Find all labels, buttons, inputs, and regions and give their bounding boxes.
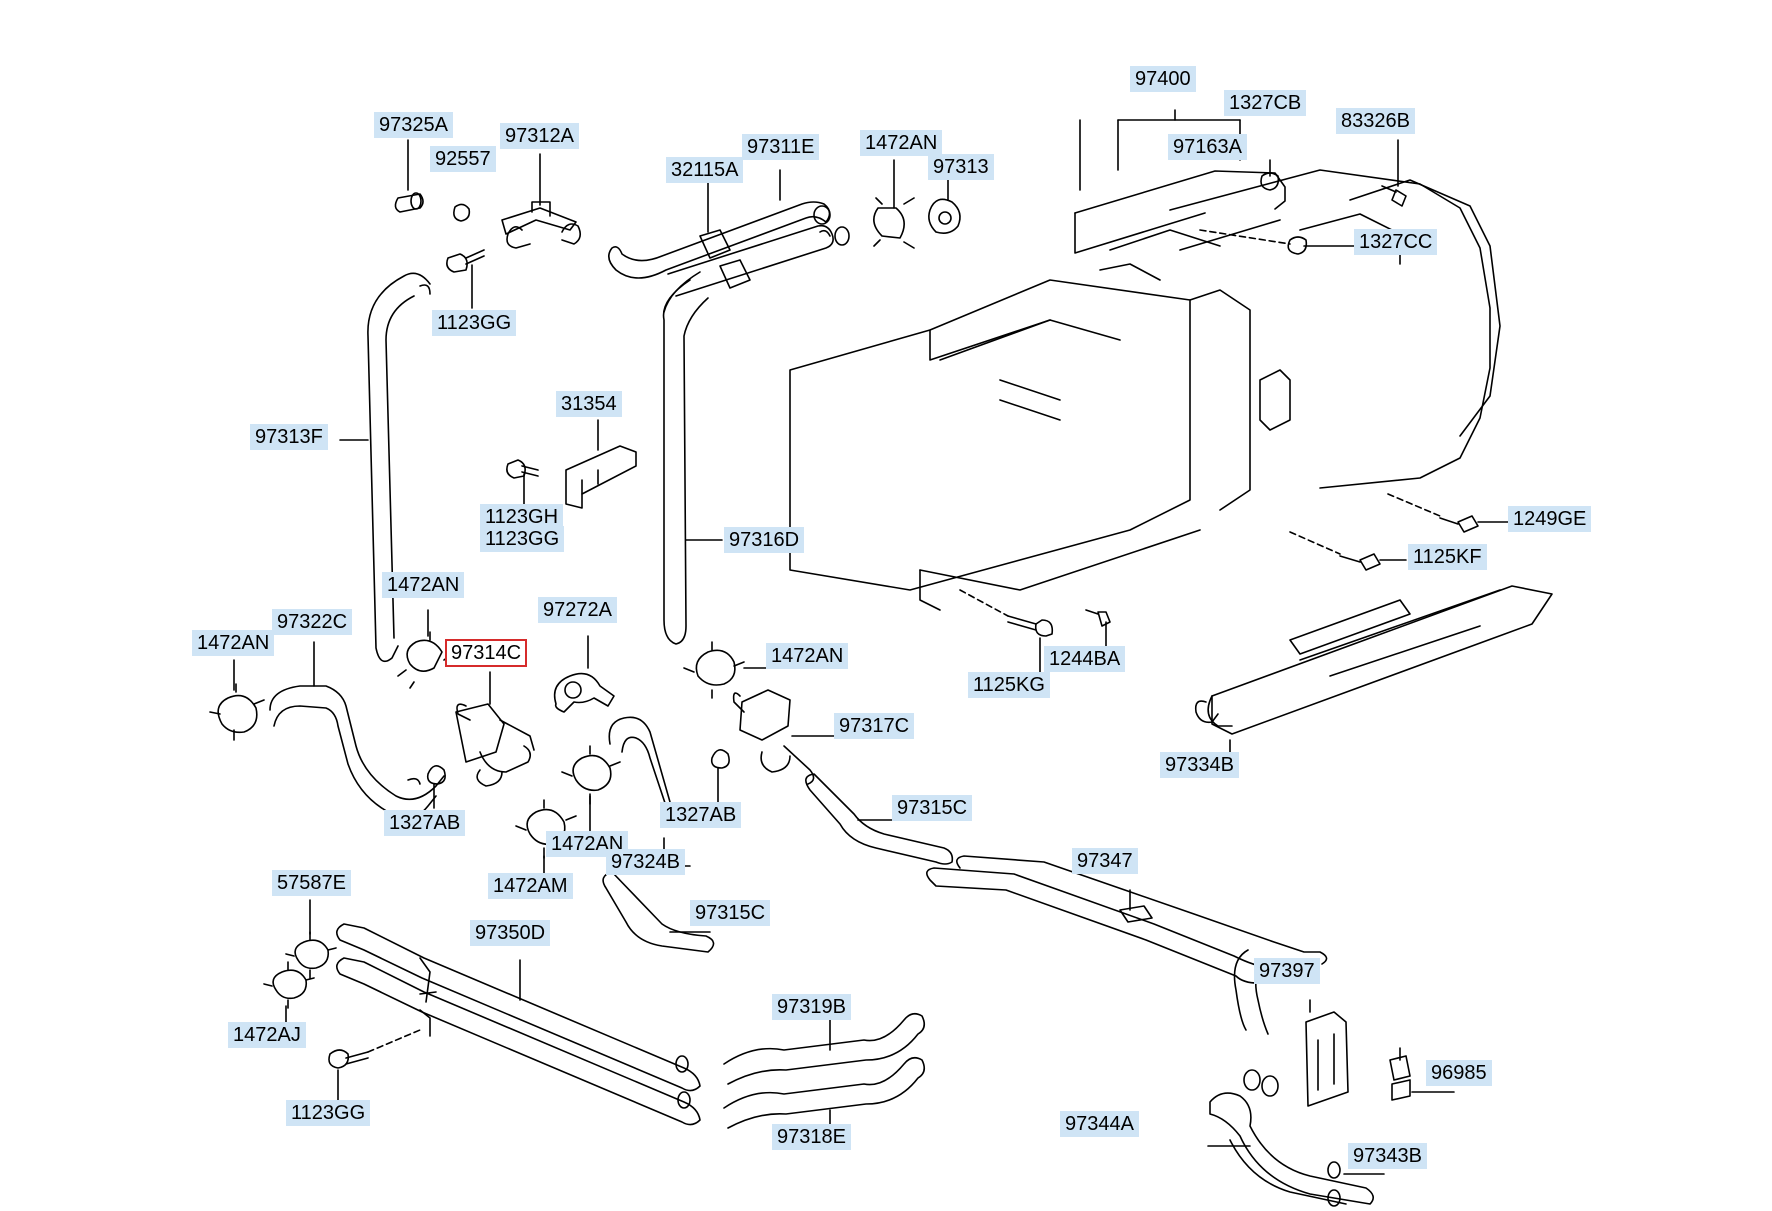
label-1123GG-top[interactable]: 1123GG [432,310,517,336]
sensor-96985 [1389,1047,1455,1101]
label-97163A[interactable]: 97163A [1168,134,1247,160]
clamp-57587E [285,899,337,979]
label-1472AN-right[interactable]: 1472AN [766,643,849,669]
clamp-1472AN-top [873,159,915,249]
label-1327AB-right[interactable]: 1327AB [660,802,742,828]
label-83326B[interactable]: 83326B [1336,108,1415,134]
grommet-1327AB-right [710,749,730,809]
valve-97314C [455,671,535,787]
screw-1125KF [1289,531,1407,571]
label-97315C-mid[interactable]: 97315C [690,900,771,926]
label-57587E[interactable]: 57587E [272,870,351,896]
nut-1327CC [1199,229,1371,255]
bolt-1125KG [959,589,1054,681]
label-97344A[interactable]: 97344A [1060,1111,1139,1137]
duct-97334B [1194,585,1553,761]
label-97334B[interactable]: 97334B [1160,752,1239,778]
label-1327CB[interactable]: 1327CB [1224,90,1307,116]
label-97317C[interactable]: 97317C [834,713,915,739]
label-97322C[interactable]: 97322C [272,609,353,635]
label-97350D[interactable]: 97350D [470,920,551,946]
label-1472AN-left[interactable]: 1472AN [192,630,275,656]
label-1472AJ[interactable]: 1472AJ [228,1022,306,1048]
nut-1327CB [1260,159,1280,191]
hose-97344A [1207,1092,1374,1207]
grommet-1327AB-left [426,765,446,809]
label-31354[interactable]: 31354 [556,391,622,417]
label-97315C-right[interactable]: 97315C [892,795,973,821]
hose-97322C [269,641,445,820]
label-1125KF[interactable]: 1125KF [1408,544,1487,570]
hose-97316D [662,271,723,645]
label-97311E[interactable]: 97311E [742,134,820,160]
label-1472AM[interactable]: 1472AM [488,873,573,899]
label-97343B[interactable]: 97343B [1348,1143,1427,1169]
label-97319B[interactable]: 97319B [772,994,851,1020]
label-97324B[interactable]: 97324B [606,849,685,875]
valve-97317C [732,689,845,785]
label-97312A[interactable]: 97312A [500,123,579,149]
clamp-1472AN-mid [561,745,621,835]
label-1123GG-mid[interactable]: 1123GG [480,526,565,552]
label-97318E[interactable]: 97318E [772,1124,851,1150]
bolt-1123GG-bot [328,1009,431,1101]
valve-97312A [501,153,582,249]
label-96985[interactable]: 96985 [1426,1060,1492,1086]
screw-83326B [1381,139,1407,207]
label-97347[interactable]: 97347 [1072,848,1138,874]
label-97325A[interactable]: 97325A [374,112,453,138]
hose-97313F [339,272,431,663]
clamp-1472AM [515,799,577,885]
clamp-1472AN-right [683,641,779,699]
label-97314C[interactable]: 97314C [444,639,528,667]
tube-97350D [336,923,701,1126]
label-97400[interactable]: 97400 [1130,66,1196,92]
label-97313[interactable]: 97313 [928,154,994,180]
label-97272A[interactable]: 97272A [538,597,617,623]
bracket-31354 [565,419,637,509]
heater-unit-97400 [789,109,1501,611]
ring-92557 [453,203,471,222]
plug-97325A [394,139,424,213]
label-97397[interactable]: 97397 [1254,958,1320,984]
bracket-97397 [1305,999,1349,1107]
label-1123GH[interactable]: 1123GH [480,504,564,530]
label-1327AB-left[interactable]: 1327AB [384,810,466,836]
label-1472AN-top[interactable]: 1472AN [860,130,943,156]
bolt-1123GG-top [446,249,485,309]
hose-97319B-97318E [723,1012,926,1131]
label-1327CC[interactable]: 1327CC [1354,229,1438,255]
label-1123GG-bot[interactable]: 1123GG [286,1100,371,1126]
label-97313F[interactable]: 97313F [250,424,328,450]
label-97316D[interactable]: 97316D [724,527,805,553]
tube-assembly-97311E [608,169,850,297]
label-1125KG[interactable]: 1125KG [968,672,1050,698]
clamp-97272A [553,635,615,713]
label-92557[interactable]: 92557 [430,146,496,172]
label-32115A[interactable]: 32115A [666,157,744,183]
clamp-1472AN-left2 [397,609,453,689]
clamp-1472AN-left [209,659,265,741]
label-1472AN-left2[interactable]: 1472AN [382,572,465,598]
label-1244BA[interactable]: 1244BA [1044,646,1126,672]
clamp-1472AJ [263,961,315,1031]
label-1249GE[interactable]: 1249GE [1508,506,1592,532]
